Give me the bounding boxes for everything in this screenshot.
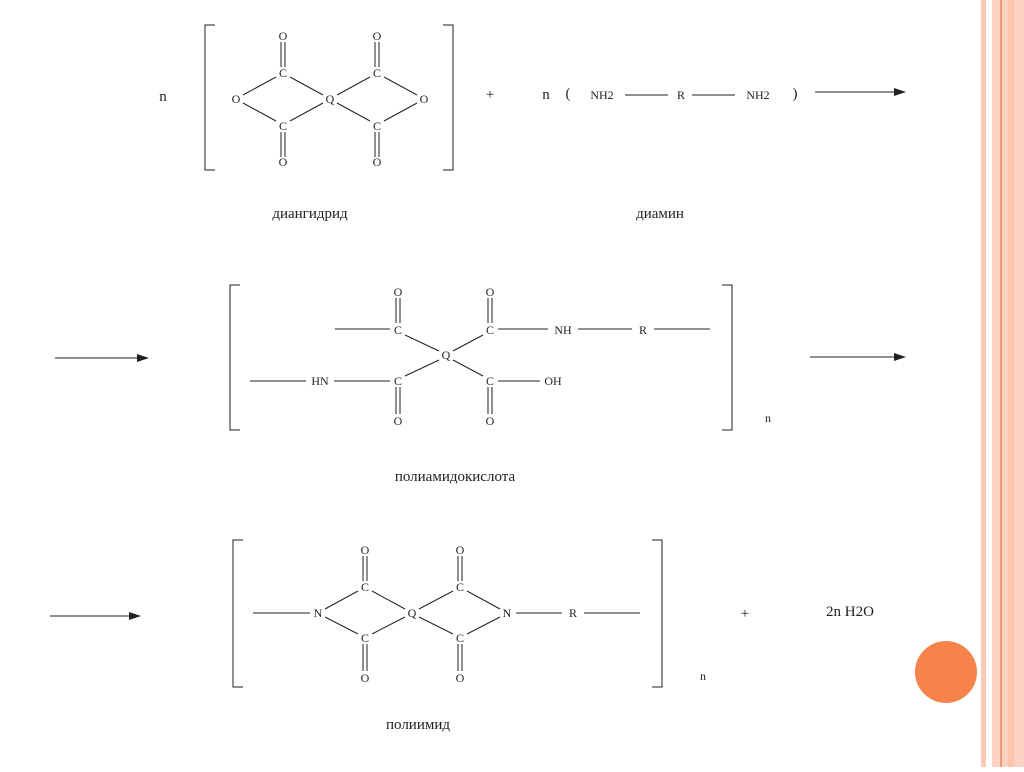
atom: C (279, 119, 287, 133)
diamine-structure: n ( NH2 R NH2 ) (542, 86, 797, 103)
polyamic-acid-structure: O C O C NH R Q HN C O C OH O n (229, 284, 771, 431)
paren-close: ) (793, 86, 798, 102)
label-diamine: диамин (636, 206, 684, 222)
atom: C (394, 323, 402, 337)
coefficient-n: n (542, 87, 550, 103)
atom: C (361, 631, 369, 645)
atom: O (279, 29, 288, 43)
atom: C (486, 374, 494, 388)
atom: O (486, 285, 495, 299)
dianhydride-structure: n O C O Q C O O C O C O (159, 24, 454, 171)
subscript-n: n (700, 669, 706, 683)
atom: C (361, 580, 369, 594)
label-dianhydride: диангидрид (272, 206, 348, 222)
atom: R (639, 323, 647, 337)
atom: C (373, 119, 381, 133)
atom: O (279, 155, 288, 169)
atom: C (373, 66, 381, 80)
atom: C (456, 631, 464, 645)
atom: C (456, 580, 464, 594)
coefficient-n: n (159, 89, 167, 105)
atom: O (394, 285, 403, 299)
atom: O (394, 414, 403, 428)
atom: O (486, 414, 495, 428)
slide-border-decoration (981, 0, 1024, 767)
atom: O (420, 92, 429, 106)
polyimide-structure: N O C C O Q O C C O N R n (232, 539, 706, 688)
atom: C (394, 374, 402, 388)
atom: OH (544, 374, 562, 388)
atom: O (456, 543, 465, 557)
atom: O (361, 671, 370, 685)
paren-open: ( (566, 86, 571, 102)
atom: HN (311, 374, 329, 388)
label-polyamic-acid: полиамидокислота (395, 469, 516, 485)
atom: NH (554, 323, 572, 337)
atom: Q (326, 92, 335, 106)
atom: N (314, 606, 323, 620)
atom: N (503, 606, 512, 620)
r-group: R (677, 88, 685, 102)
atom: O (232, 92, 241, 106)
water-byproduct: 2n H2O (826, 604, 874, 620)
accent-circle (915, 641, 977, 703)
atom: C (486, 323, 494, 337)
atom: O (373, 155, 382, 169)
atom: R (569, 606, 577, 620)
subscript-n: n (765, 411, 771, 425)
atom: Q (408, 606, 417, 620)
plus-sign: + (486, 87, 494, 103)
nh2-group: NH2 (590, 88, 613, 102)
atom: O (456, 671, 465, 685)
label-polyimide: полиимид (386, 717, 450, 733)
atom: O (361, 543, 370, 557)
nh2-group: NH2 (746, 88, 769, 102)
plus-sign: + (741, 606, 749, 622)
atom: O (373, 29, 382, 43)
atom: Q (442, 348, 451, 362)
atom: C (279, 66, 287, 80)
